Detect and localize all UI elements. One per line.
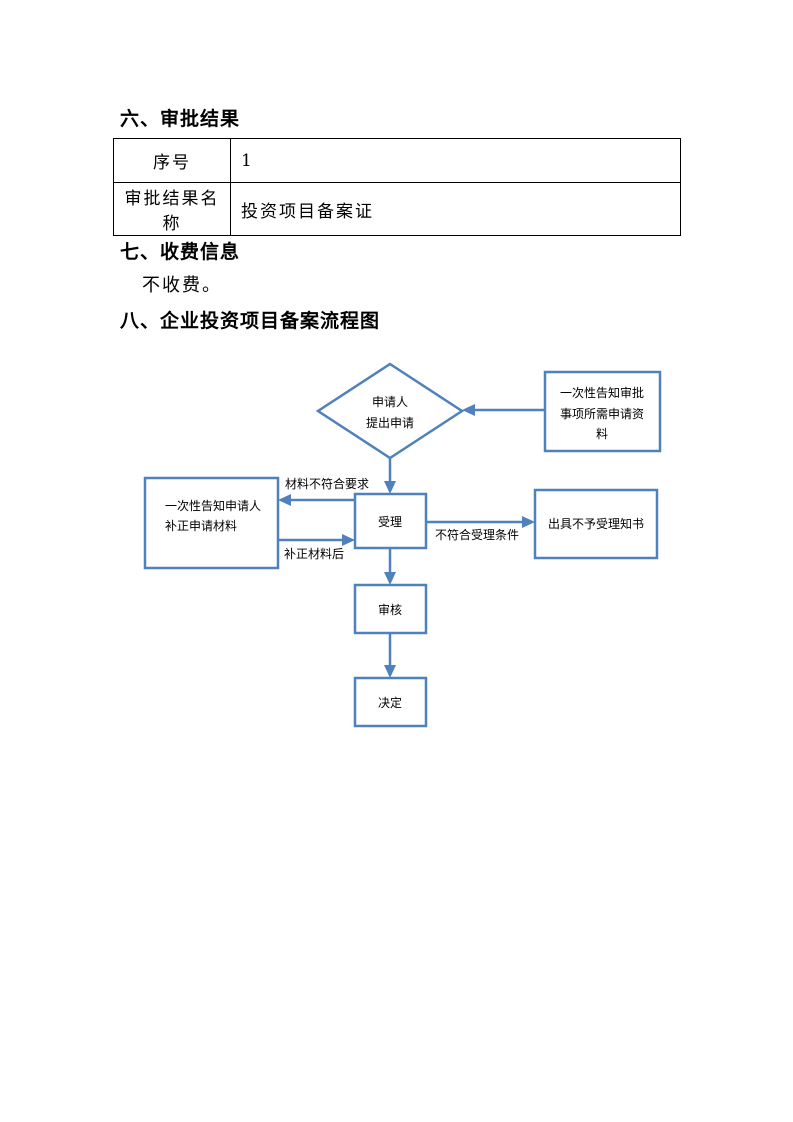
review-box (353, 583, 428, 635)
flowchart: 申请人 提出申请 一次性告知审批 事项所需申请资 料 一次性告知申请人 补正申请… (143, 362, 662, 728)
inform-text-line2: 补正申请材料 (165, 519, 237, 533)
table-row: 序号 1 (113, 138, 681, 183)
table-cell-value: 1 (230, 138, 681, 183)
reject-notice-box (533, 488, 659, 560)
apply-text-line1: 申请人 (372, 395, 408, 409)
inform-text-line1: 一次性告知申请人 (165, 499, 261, 513)
arrowhead (384, 481, 396, 494)
arrowhead (342, 534, 355, 546)
notice-text-line3: 料 (596, 427, 608, 441)
reject-notice-text: 出具不予受理知书 (548, 517, 644, 531)
table-row: 审批结果名称 投资项目备案证 (113, 182, 681, 236)
notice-materials-box (543, 370, 662, 453)
notice-text-line2: 事项所需申请资 (560, 407, 644, 421)
fee-info-text: 不收费。 (142, 275, 222, 296)
label-after-fix: 补正材料后 (284, 547, 344, 561)
section-8-heading: 八、企业投资项目备案流程图 (120, 310, 381, 332)
arrowhead (522, 516, 535, 528)
apply-text-line2: 提出申请 (366, 415, 414, 430)
arrowhead (384, 572, 396, 585)
approval-result-table: 序号 1 审批结果名称 投资项目备案证 (113, 138, 681, 236)
inform-applicant-box (143, 476, 280, 570)
section-7-heading: 七、收费信息 (120, 241, 241, 263)
apply-diamond (315, 362, 465, 460)
review-text: 审核 (378, 602, 402, 617)
section-6-heading: 六、审批结果 (120, 108, 241, 130)
decision-text: 决定 (378, 695, 402, 710)
arrowhead (278, 494, 291, 506)
accept-text: 受理 (378, 515, 402, 529)
accept-box (353, 492, 428, 550)
label-reject-cond: 不符合受理条件 (435, 527, 519, 542)
table-cell-value: 投资项目备案证 (230, 182, 681, 236)
arrowhead (462, 404, 475, 416)
notice-text-line1: 一次性告知审批 (560, 385, 644, 400)
label-not-meet: 材料不符合要求 (285, 476, 369, 491)
decision-box (353, 676, 428, 728)
table-cell-label: 审批结果名称 (113, 182, 231, 236)
table-cell-label: 序号 (113, 138, 231, 183)
arrowhead (384, 665, 396, 678)
